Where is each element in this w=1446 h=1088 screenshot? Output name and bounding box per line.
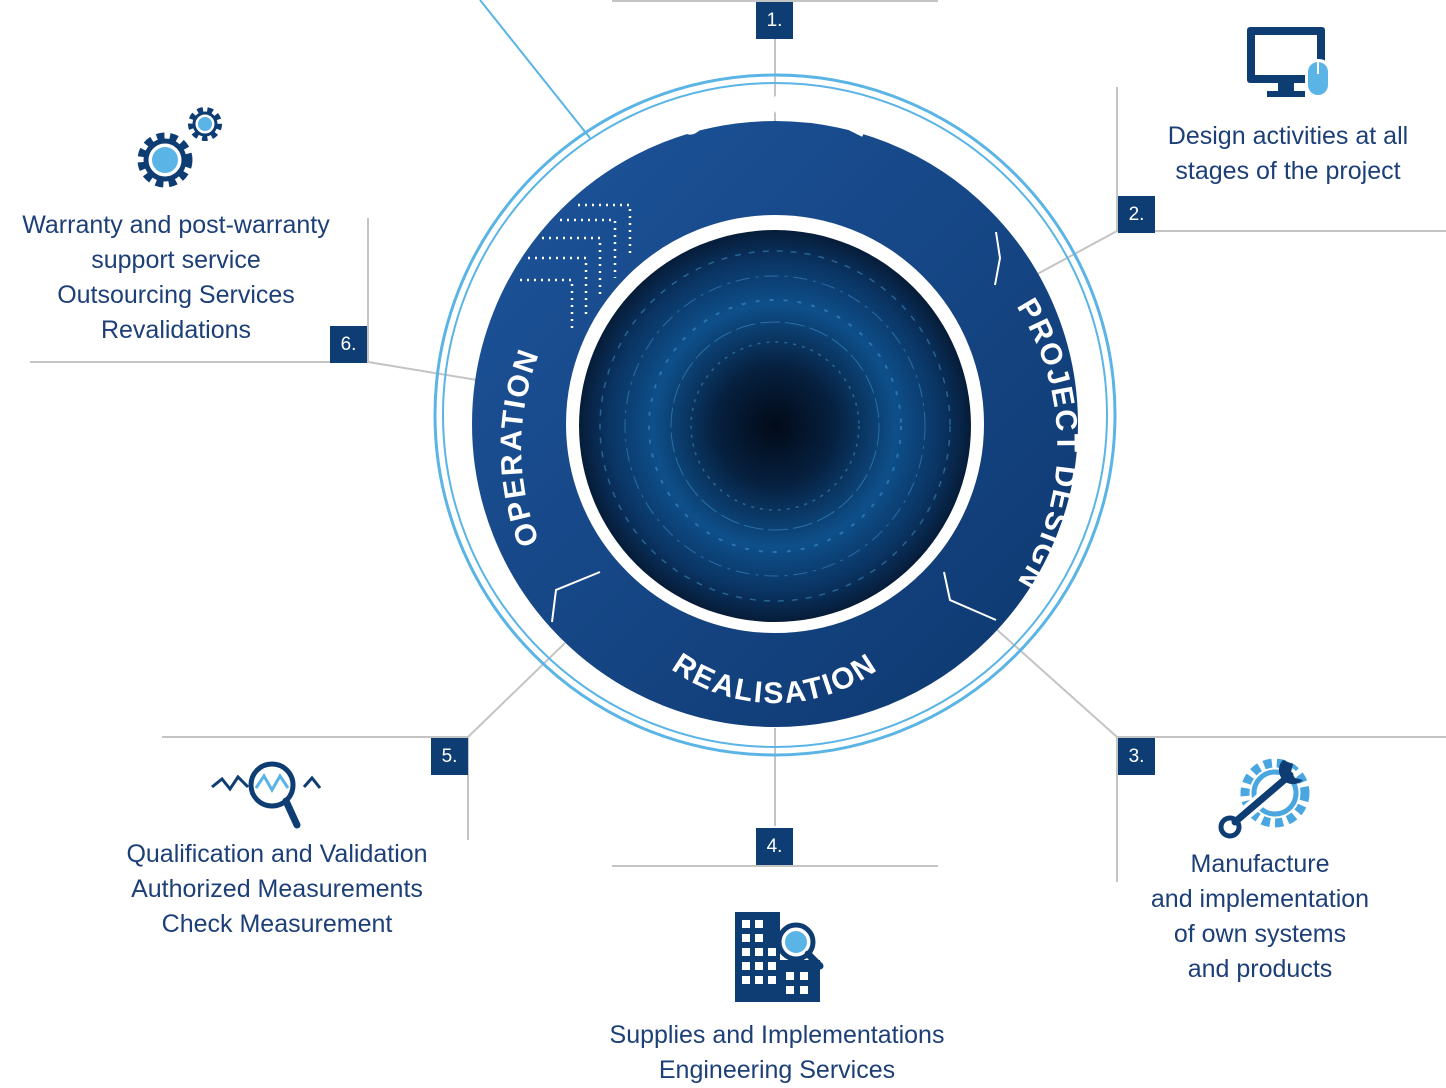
step-badge-1: 1. bbox=[756, 2, 793, 39]
step-4-description: Supplies and Implementations Engineering… bbox=[577, 1018, 977, 1088]
building-search-icon bbox=[735, 912, 824, 1002]
step-3-line-3: of own systems bbox=[1173, 920, 1347, 948]
step-3-line-1: Manufacture bbox=[1190, 850, 1330, 878]
wrench-gear-icon bbox=[1218, 758, 1310, 839]
step-2-line-1: Design activities at all bbox=[1167, 122, 1409, 150]
step-3-line-2: and implementation bbox=[1150, 885, 1370, 913]
outer-ring-1 bbox=[433, 73, 1117, 757]
step-5-line-2: Authorized Measurements bbox=[131, 875, 423, 903]
main-ring bbox=[472, 121, 1078, 727]
accent-line bbox=[479, 0, 591, 139]
step-4-line-1: Supplies and Implementations bbox=[609, 1021, 945, 1049]
step-2-line-2: stages of the project bbox=[1175, 157, 1401, 185]
core-circle bbox=[579, 230, 971, 622]
monitor-mouse-icon bbox=[1247, 27, 1331, 97]
step-6-line-2: support service bbox=[91, 246, 261, 274]
step-4-line-2: Engineering Services bbox=[658, 1056, 896, 1084]
step-6-line-4: Revalidations bbox=[100, 316, 252, 344]
step-3-line-4: and products bbox=[1187, 955, 1333, 983]
step-badge-6: 6. bbox=[330, 326, 367, 363]
step-3-description: Manufacture and implementation of own sy… bbox=[1110, 847, 1410, 987]
dotted-chevrons bbox=[520, 203, 632, 330]
outer-ring-2 bbox=[442, 82, 1108, 748]
step-6-line-3: Outsourcing Services bbox=[57, 281, 295, 309]
step-5-description: Qualification and Validation Authorized … bbox=[77, 837, 477, 942]
step-5-line-3: Check Measurement bbox=[161, 910, 393, 938]
step-badge-5: 5. bbox=[431, 738, 468, 775]
wave-magnifier-icon bbox=[211, 761, 322, 829]
gears-icon bbox=[137, 107, 222, 188]
step-2-description: Design activities at all stages of the p… bbox=[1138, 119, 1438, 189]
step-badge-2: 2. bbox=[1118, 196, 1155, 233]
step-badge-3: 3. bbox=[1118, 738, 1155, 775]
step-6-description: Warranty and post-warranty support servi… bbox=[0, 208, 352, 348]
core-circuit-rings bbox=[599, 250, 951, 602]
step-badge-4: 4. bbox=[756, 828, 793, 865]
segment-dividers bbox=[551, 231, 1002, 623]
step-6-line-1: Warranty and post-warranty bbox=[22, 211, 330, 239]
step-5-line-1: Qualification and Validation bbox=[126, 840, 428, 868]
